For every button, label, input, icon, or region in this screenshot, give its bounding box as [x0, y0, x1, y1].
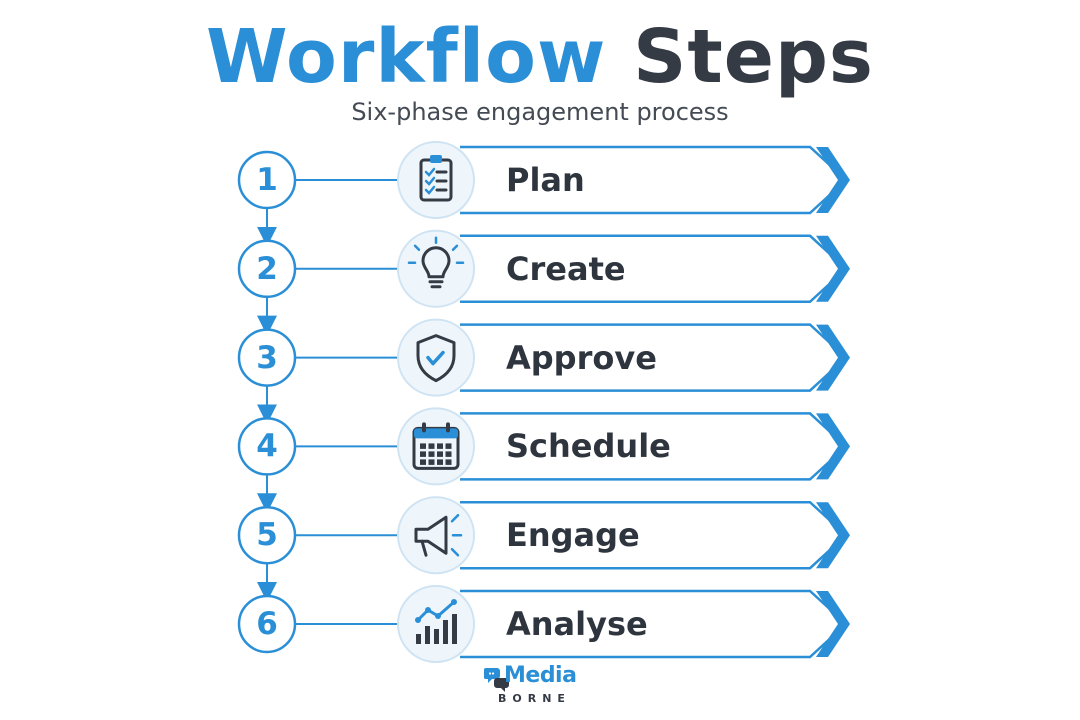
workflow-step: [237, 585, 850, 663]
step-number: 2: [256, 250, 278, 287]
step-number-circle: [237, 594, 297, 654]
step-icon-circle: [397, 585, 475, 663]
step-icon-circle: [397, 229, 475, 308]
chevron-arrow-tip: [816, 413, 850, 480]
page-subtitle: Six-phase engagement process: [351, 98, 729, 126]
bar-chart-trend-icon: [415, 599, 457, 644]
megaphone-icon: [414, 513, 463, 557]
calendar-icon: [412, 422, 460, 470]
clipboard-checklist-icon: [419, 155, 453, 202]
chat-bubbles-logo-icon: [484, 668, 509, 692]
chevron-arrow-tip: [816, 591, 850, 657]
step-label: Approve: [506, 338, 657, 377]
title-word-1: Workflow: [206, 14, 607, 100]
step-label: Engage: [506, 516, 640, 555]
chevron-arrow-tip: [816, 502, 850, 569]
chevron-arrow-tip: [816, 324, 850, 391]
step-icon-circle: [397, 496, 475, 575]
workflow-step: [237, 318, 850, 397]
chevron-arrow-tip: [816, 235, 850, 302]
logo-subtext: BORNE: [498, 692, 571, 705]
logo: Media BORNE: [484, 662, 596, 718]
title-word-2: Steps: [633, 14, 874, 100]
step-label: Plan: [506, 161, 585, 199]
step-icon-circle: [397, 318, 475, 397]
step-number-circle: [237, 150, 297, 210]
page-title: Workflow Steps: [0, 12, 1080, 102]
step-number: 4: [256, 428, 278, 465]
step-number: 1: [256, 162, 278, 198]
workflow-step: [237, 141, 850, 219]
logo-brand: Media: [504, 663, 577, 688]
workflow-step: [237, 229, 850, 308]
step-number-circle: [237, 417, 297, 476]
lightbulb-icon: [407, 236, 465, 289]
shield-check-icon: [416, 334, 456, 383]
workflow-step: [237, 407, 850, 486]
step-label: Create: [506, 249, 626, 288]
step-number: 6: [256, 606, 278, 642]
step-number-circle: [237, 239, 297, 299]
step-icon-circle: [397, 407, 475, 486]
step-number-circle: [237, 505, 297, 565]
chevron-arrow-tip: [816, 147, 850, 213]
workflow-step: [237, 496, 850, 575]
step-label: Analyse: [506, 605, 648, 643]
step-number-circle: [237, 328, 297, 387]
step-label: Schedule: [506, 427, 671, 466]
step-number: 3: [256, 339, 278, 376]
step-number: 5: [256, 517, 278, 554]
